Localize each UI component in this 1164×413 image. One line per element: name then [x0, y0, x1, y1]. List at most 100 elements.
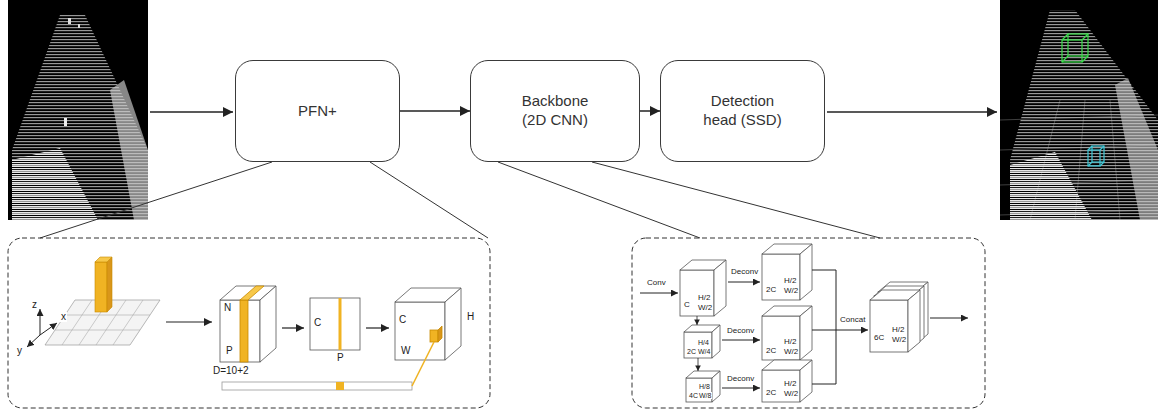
detection-box-green	[1062, 34, 1068, 40]
process-box: Backbone (2D CNN)	[470, 60, 640, 162]
pillar-grid	[62, 300, 92, 345]
feature-block	[762, 370, 800, 402]
road-points	[12, 15, 148, 220]
pillar	[95, 257, 112, 312]
feature-block	[762, 316, 800, 360]
process-box: Detection head (SSD)	[660, 60, 825, 162]
leader-line	[592, 162, 880, 238]
scatter-strip	[222, 342, 434, 390]
dimension-label: Concat	[839, 316, 866, 324]
stacked-pillars-tensor	[220, 286, 276, 362]
dimension-label: P	[225, 346, 234, 356]
detection-box-cyan	[1088, 150, 1100, 166]
concat-block	[908, 290, 920, 352]
dimension-label: W/2	[697, 304, 713, 312]
axes	[40, 323, 57, 335]
dimension-label: 2C	[765, 347, 777, 355]
dimension-label: C	[313, 318, 322, 328]
image-ground	[1000, 0, 1158, 220]
dimension-label: C	[683, 301, 691, 309]
flow-arrow	[366, 327, 389, 328]
process-box: PFN+	[235, 60, 400, 162]
pillar	[95, 257, 112, 262]
detection-box-cyan	[1092, 146, 1104, 162]
pillar-grid	[65, 315, 150, 316]
dimension-label: D=10+2	[212, 366, 250, 376]
box-label: Detection head (SSD)	[698, 92, 788, 130]
detection-box-green	[1082, 56, 1088, 62]
dimension-label: W/2	[783, 348, 799, 356]
detection-box-green	[1062, 40, 1082, 62]
dimension-label: H/2	[783, 380, 797, 388]
feature-block	[712, 325, 720, 358]
flow-arrow	[698, 358, 699, 371]
pillar-grid	[113, 300, 143, 345]
learned-features	[339, 298, 342, 350]
feature-block	[680, 270, 714, 316]
dimension-label: P	[336, 353, 345, 363]
flow-arrow	[722, 340, 760, 341]
feature-block	[680, 260, 726, 316]
pseudo-image	[395, 288, 461, 360]
feature-block	[684, 325, 720, 358]
road-points	[1010, 10, 1158, 220]
wall-points	[110, 80, 148, 220]
pillar	[95, 262, 107, 312]
stacked-pillars-tensor	[260, 286, 276, 362]
dimension-label: W/4	[697, 348, 711, 355]
dimension-label: W/2	[783, 390, 799, 398]
dimension-label: 2C	[765, 286, 777, 294]
wall-points	[1115, 78, 1158, 220]
detail-panel	[8, 238, 490, 408]
axes	[40, 309, 41, 335]
feature-block	[800, 360, 812, 402]
dimension-label: Deconv	[726, 327, 755, 335]
flow-arrow	[728, 282, 760, 283]
dimension-label: H/4	[697, 339, 710, 346]
stacked-pillars-tensor	[240, 300, 248, 362]
detail-panel	[632, 238, 985, 408]
detection-box-green	[1062, 34, 1088, 62]
dimension-label: W/2	[783, 287, 799, 295]
pseudo-image	[445, 288, 461, 360]
box-label: Backbone (2D CNN)	[512, 92, 598, 130]
dimension-label: H/2	[783, 338, 797, 346]
flow-arrow	[640, 110, 660, 112]
concat-block	[870, 282, 928, 352]
far-points	[78, 24, 80, 28]
output-point-cloud	[1000, 0, 1158, 220]
feature-block	[686, 378, 712, 402]
feature-block	[686, 371, 720, 402]
axes	[27, 309, 57, 347]
dimension-label: W	[400, 346, 411, 356]
box-label: PFN+	[298, 102, 337, 121]
detection-box-cyan	[1088, 146, 1092, 150]
flow-arrow	[166, 321, 212, 322]
concat-block	[870, 300, 908, 352]
flow-arrow	[150, 111, 233, 113]
dimension-label: 6C	[873, 334, 885, 342]
leader-line	[370, 162, 488, 238]
pillar	[107, 257, 112, 312]
flow-arrow	[722, 388, 760, 389]
near-points	[1010, 152, 1092, 220]
concat-lines	[812, 270, 836, 384]
dimension-label: 2C	[765, 389, 777, 397]
stacked-pillars-tensor	[240, 286, 264, 300]
dimension-label: Deconv	[726, 375, 755, 383]
input-point-cloud	[8, 0, 148, 220]
concat-lines	[812, 270, 836, 384]
scatter-strip	[336, 382, 344, 390]
detection-box-green	[1068, 34, 1088, 56]
concat-lines	[812, 330, 836, 331]
flow-arrow	[640, 293, 678, 294]
learned-features	[310, 298, 360, 350]
axes	[27, 335, 40, 347]
flow-arrow	[697, 316, 698, 325]
object-points	[64, 118, 67, 126]
feature-block	[800, 244, 812, 300]
pillar-grid	[55, 330, 140, 331]
far-points	[68, 18, 71, 24]
feature-block	[762, 360, 812, 402]
feature-block	[762, 244, 812, 300]
